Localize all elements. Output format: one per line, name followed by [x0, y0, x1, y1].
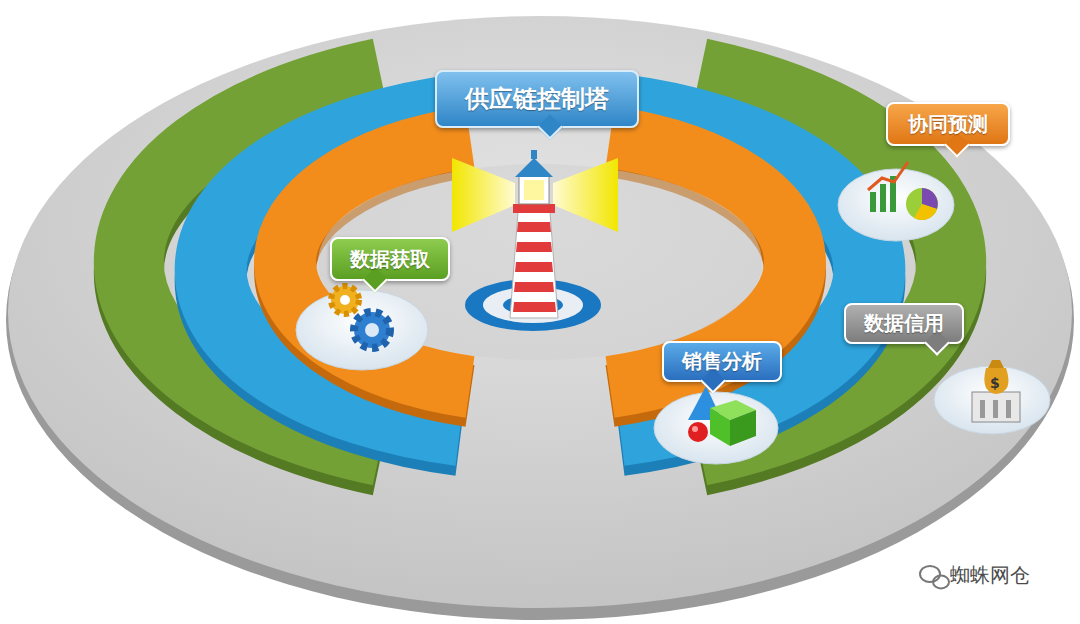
icon-disk — [934, 366, 1050, 434]
svg-text:$: $ — [990, 375, 1000, 391]
gear-icon — [331, 286, 390, 348]
callout-box: 数据信用 — [844, 303, 964, 344]
callout-box: 协同预测 — [886, 102, 1010, 146]
inner-floor — [318, 164, 762, 360]
lighthouse — [510, 150, 558, 318]
watermark: 蜘蛛网仓 — [950, 562, 1030, 589]
callout-box: 销售分析 — [662, 341, 782, 382]
lighthouse-base — [465, 279, 601, 331]
light-beam — [553, 158, 618, 232]
bank-icon: $ — [972, 360, 1020, 422]
title-callout: 供应链控制塔 — [435, 70, 639, 128]
shapes-icon — [688, 386, 756, 446]
callout-box: 数据获取 — [330, 237, 450, 281]
icon-disk — [654, 392, 778, 464]
callout-text: 供应链控制塔 — [465, 83, 609, 115]
icon-disk — [296, 290, 428, 370]
light-beam — [452, 158, 515, 232]
callout-text: 数据信用 — [864, 310, 944, 337]
callout-text: 数据获取 — [350, 246, 430, 273]
chart-icon — [868, 162, 938, 220]
platform — [8, 16, 1072, 608]
wechat-icon — [920, 566, 949, 589]
callout-text: 协同预测 — [908, 111, 988, 138]
callout-text: 销售分析 — [682, 348, 762, 375]
